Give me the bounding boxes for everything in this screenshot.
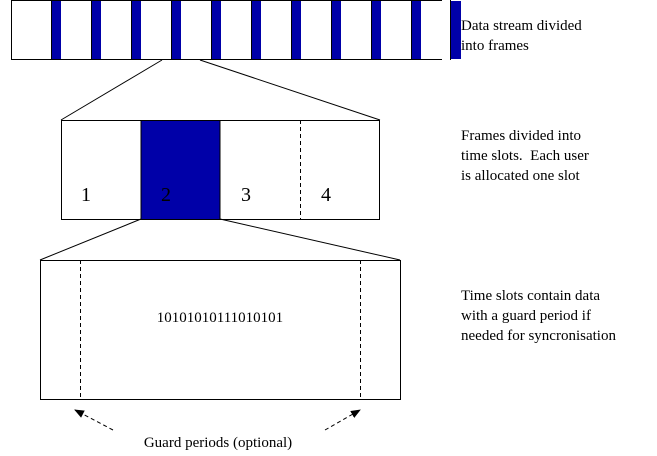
stream-slot-highlight [91,1,101,59]
stream-slot-highlight [451,1,461,59]
caption-frame-line-3: is allocated one slot [461,168,580,184]
caption-stream: Data stream divided into frames [461,16,582,56]
caption-frame: Frames divided into time slots. Each use… [461,126,589,186]
stream-slot-highlight [331,1,341,59]
zoom-line-right-2 [219,218,401,261]
stream-slot-highlight [371,1,381,59]
slot-label-2: 2 [161,184,171,206]
caption-slot-line-1: Time slots contain data [461,288,601,304]
guard-periods-label: Guard periods (optional) [144,435,292,451]
time-slot-box [40,260,401,400]
caption-frame-line-1: Frames divided into [461,128,581,144]
stream-slot-highlight [171,1,181,59]
guard-arrow-right [324,409,361,431]
stream-slot-highlight [131,1,141,59]
slot-label-4: 4 [321,184,331,206]
data-bits: 10101010111010101 [157,310,283,326]
stream-slot-highlight [51,1,61,59]
caption-slot: Time slots contain data with a guard per… [461,286,616,346]
frame-detail: 1 2 3 4 [61,120,380,220]
data-stream [11,0,461,60]
stream-slot-highlight [411,1,421,59]
time-slot-detail: 10101010111010101 [40,260,401,400]
caption-stream-line-2: into frames [461,38,529,54]
zoom-line-left-2 [39,218,142,261]
caption-slot-line-2: with a guard period if [461,308,591,324]
zoom-line-left-1 [60,59,163,121]
caption-stream-line-1: Data stream divided [461,18,582,34]
stream-slot-highlight [251,1,261,59]
stream-frames [11,0,461,60]
slot-label-3: 3 [241,184,251,206]
slot-2-highlight [141,120,220,219]
guard-arrow-left [74,409,114,431]
caption-slot-line-3: needed for syncronisation [461,328,616,344]
slot-label-1: 1 [81,184,91,206]
caption-frame-line-2: time slots. Each user [461,148,589,164]
stream-slot-highlight [211,1,221,59]
stream-slot-highlight [291,1,301,59]
zoom-line-right-1 [199,59,381,121]
